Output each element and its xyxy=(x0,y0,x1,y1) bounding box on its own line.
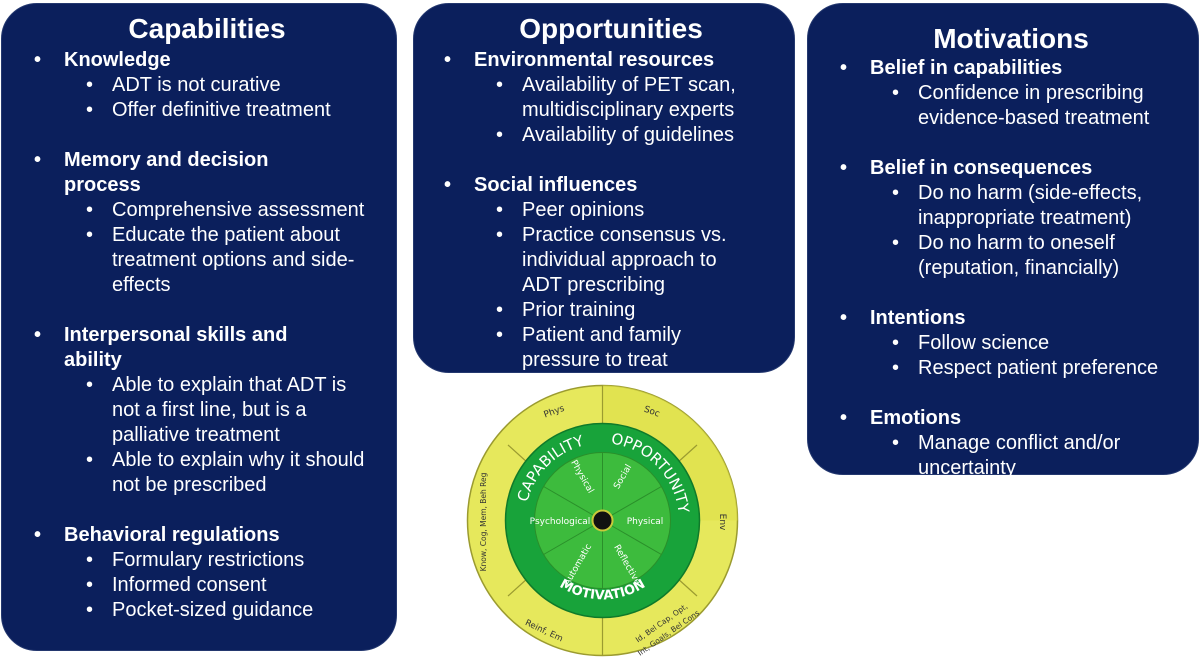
list-item: Able to explain that ADT is not a first … xyxy=(28,373,374,448)
group-title-intentions: Intentions xyxy=(834,306,1188,331)
list-item: Peer opinions xyxy=(438,198,784,223)
outer-label-know: Know, Cog, Mem, Beh Reg xyxy=(479,472,488,571)
inner-label-psychological: Psychological xyxy=(530,517,591,527)
list-item: Patient and family pressure to treat xyxy=(438,323,697,373)
group-title-social: Social influences xyxy=(438,173,784,198)
list-item: Offer definitive treatment xyxy=(28,98,386,123)
list-item: Prior training xyxy=(438,298,784,323)
inner-label-physical-right: Physical xyxy=(627,517,664,527)
group-title-environmental: Environmental resources xyxy=(438,48,784,73)
list-item: Follow science xyxy=(834,331,1188,356)
list-item: Practice consensus vs. individual approa… xyxy=(438,223,737,298)
wheel-hub xyxy=(591,509,614,532)
outer-label-env: Env xyxy=(717,514,727,531)
list-item: Availability of PET scan, multidisciplin… xyxy=(438,73,752,123)
list-item: Availability of guidelines xyxy=(438,123,784,148)
group-title-interpersonal: Interpersonal skills and ability xyxy=(28,323,324,373)
motivations-title: Motivations xyxy=(933,23,1089,54)
group-title-memory: Memory and decision process xyxy=(28,148,294,198)
list-item: ADT is not curative xyxy=(28,73,386,98)
com-b-wheel: CAPABILITY OPPORTUNITY MOTIVATION Physic… xyxy=(466,384,739,658)
list-item: Do no harm to oneself (reputation, finan… xyxy=(834,231,1153,281)
group-title-emotions: Emotions xyxy=(834,406,1188,431)
group-title-belief-consequences: Belief in consequences xyxy=(834,156,1188,181)
group-title-belief-capabilities: Belief in capabilities xyxy=(834,56,1188,81)
list-item: Manage conflict and/or uncertainty xyxy=(834,431,1143,481)
list-item: Do no harm (side-effects, inappropriate … xyxy=(834,181,1153,231)
opportunities-panel: Opportunities Environmental resources Av… xyxy=(413,3,795,373)
list-item: Formulary restrictions xyxy=(28,548,386,573)
list-item: Confidence in prescribing evidence-based… xyxy=(834,81,1168,131)
wheel-inner-dividers xyxy=(543,452,662,589)
list-item: Informed consent xyxy=(28,573,386,598)
motivations-panel: Motivations Belief in capabilities Confi… xyxy=(807,3,1199,479)
list-item: Pocket-sized guidance xyxy=(28,598,386,623)
list-item: Respect patient preference xyxy=(834,356,1188,381)
wheel-outer-dividers xyxy=(507,385,698,656)
list-item: Comprehensive assessment xyxy=(28,198,386,223)
capabilities-title: Capabilities xyxy=(128,13,286,44)
list-item: Able to explain why it should not be pre… xyxy=(28,448,374,498)
list-item: Educate the patient about treatment opti… xyxy=(28,223,374,298)
capabilities-panel: Capabilities Knowledge ADT is not curati… xyxy=(1,3,397,651)
group-title-behavioral: Behavioral regulations xyxy=(28,523,386,548)
group-title-knowledge: Knowledge xyxy=(28,48,386,73)
opportunities-title: Opportunities xyxy=(519,13,703,44)
